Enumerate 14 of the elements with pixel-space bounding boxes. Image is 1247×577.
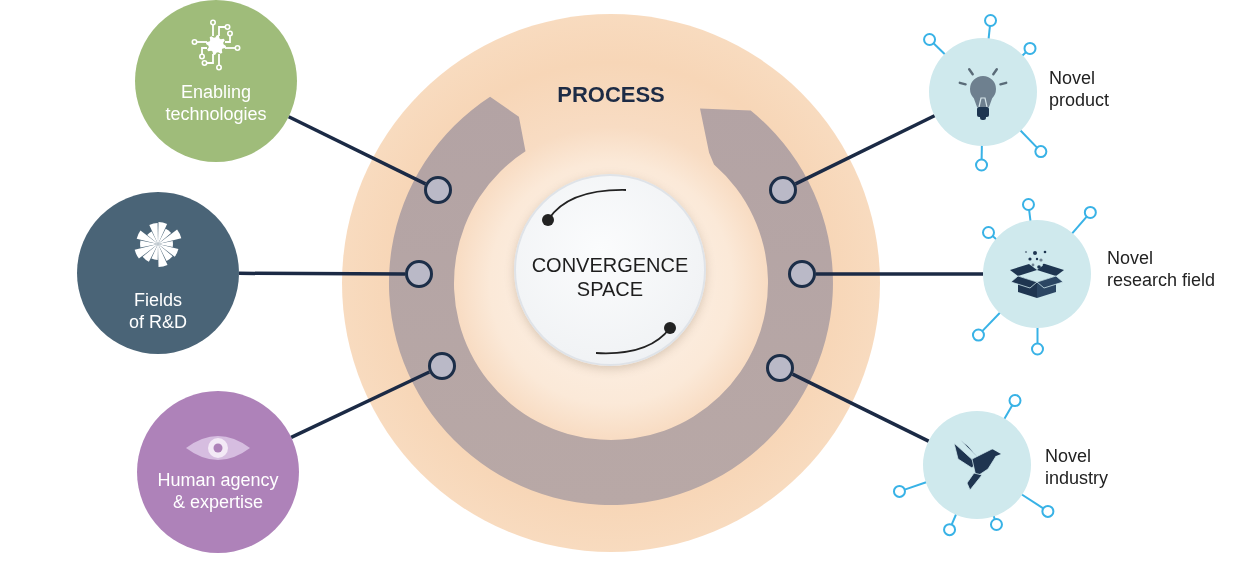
output-label: Novel research field — [1107, 247, 1217, 291]
node-label: Human agency & expertise — [156, 470, 280, 514]
node-label: Fields of R&D — [128, 290, 188, 334]
connector-line — [794, 114, 936, 186]
node-label: Enabling technologies — [164, 82, 268, 126]
connector-line — [816, 272, 983, 276]
connector-line — [290, 370, 431, 439]
connector-line — [287, 115, 427, 186]
process-title: PROCESS — [556, 82, 666, 109]
connector-line — [239, 271, 405, 276]
connector-line — [791, 372, 930, 443]
output-label: Novel product — [1049, 67, 1111, 111]
center-label: CONVERGENCE SPACE — [530, 253, 690, 301]
output-label: Novel industry — [1045, 445, 1110, 489]
